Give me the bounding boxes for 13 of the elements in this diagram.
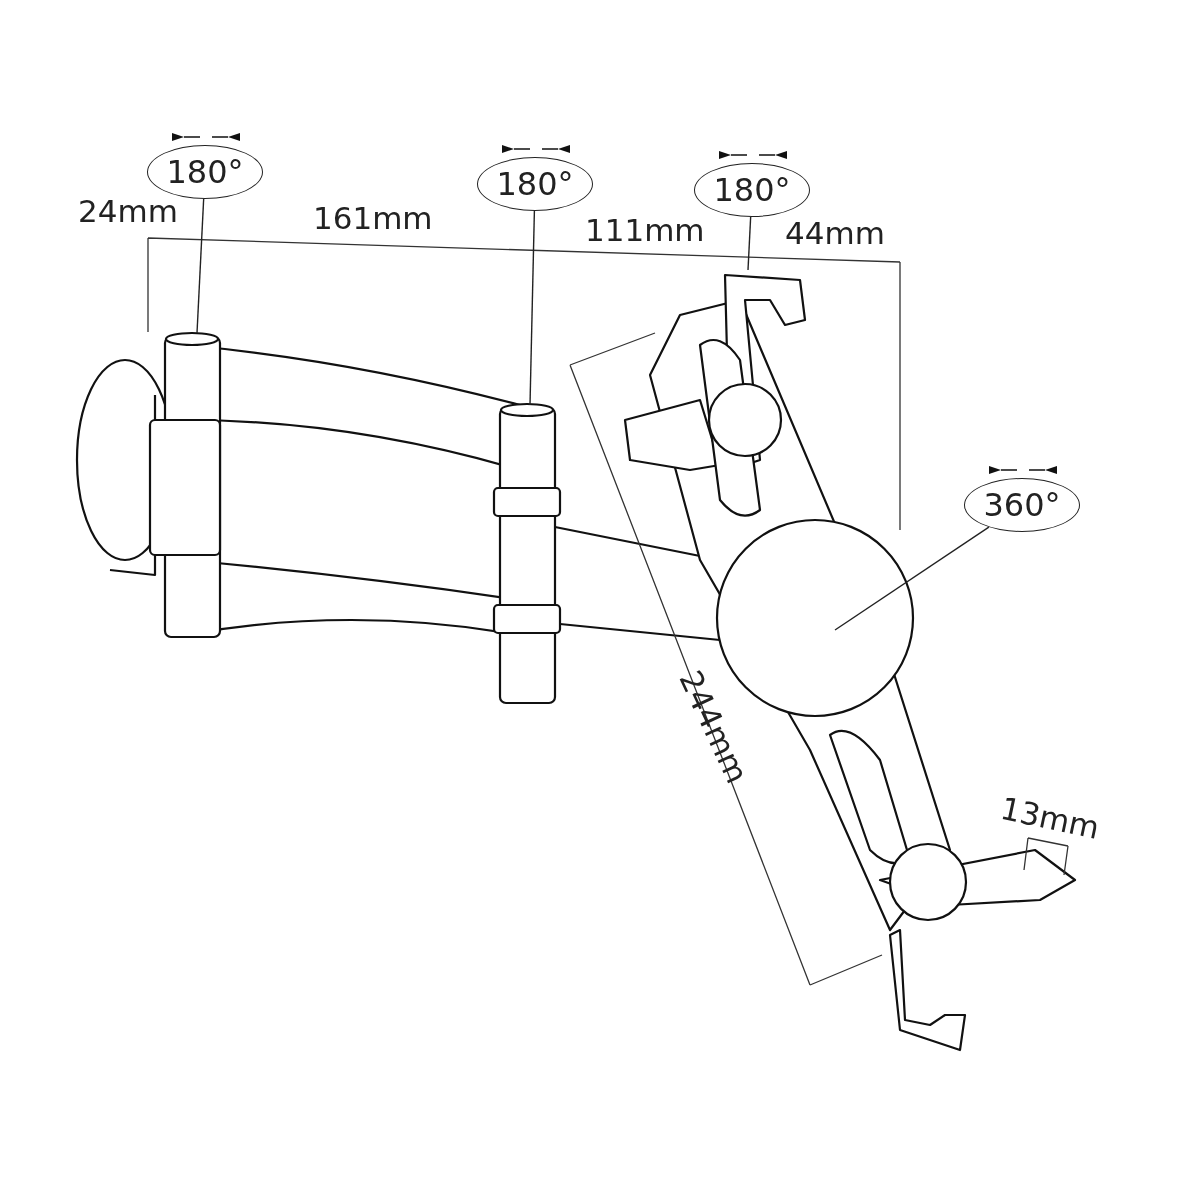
rotation-angle: 360° bbox=[983, 486, 1061, 524]
dimension-label: 111mm bbox=[585, 212, 705, 248]
leader-line bbox=[529, 210, 536, 406]
dimension-label: 13mm bbox=[997, 790, 1103, 846]
dimension-label: 24mm bbox=[78, 193, 178, 229]
dimension-label: 44mm bbox=[785, 215, 885, 251]
leader-line bbox=[747, 216, 752, 271]
dimension-label: 161mm bbox=[313, 200, 433, 236]
rotation-angle: 180° bbox=[166, 153, 244, 191]
leader-line bbox=[834, 526, 990, 631]
rotation-angle: 180° bbox=[496, 165, 574, 203]
leader-line bbox=[196, 198, 205, 334]
rotation-angle: 180° bbox=[713, 171, 791, 209]
